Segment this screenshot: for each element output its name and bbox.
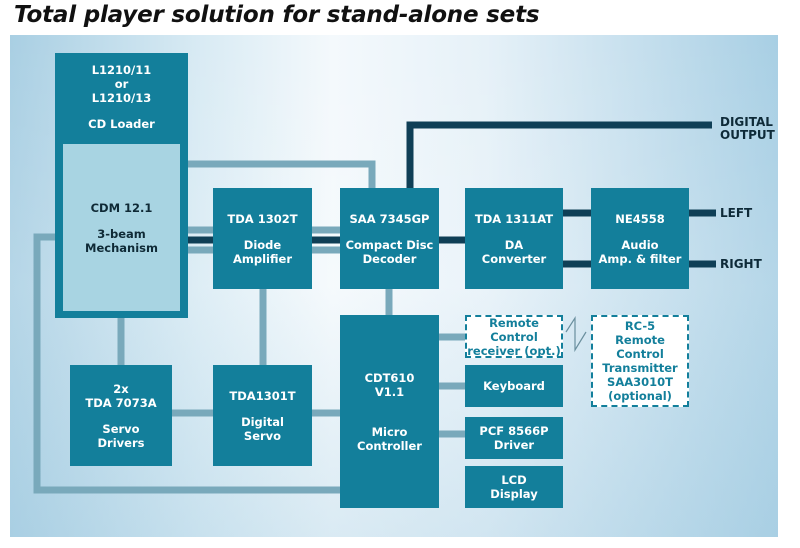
cdm-part: CDM 12.1 [90, 200, 153, 215]
lcd-display-line-1: LCD [501, 473, 527, 487]
keyboard-label: Keyboard [483, 379, 545, 393]
digital-servo-part: TDA1301T [229, 388, 296, 403]
digital-servo-block: TDA1301T Digital Servo [213, 365, 312, 466]
micro-controller-part: CDT610 [364, 370, 415, 385]
da-converter-part: TDA 1311AT [474, 211, 554, 226]
digital-output-label: DIGITAL OUTPUT [720, 116, 775, 142]
lcd-display-line-2: Display [490, 487, 538, 501]
rc5-line-5: (optional) [608, 389, 672, 403]
diode-amplifier-block: TDA 1302T Diode Amplifier [213, 188, 312, 289]
page-title: Total player solution for stand-alone se… [14, 2, 540, 28]
micro-controller-version: V1.1 [374, 384, 405, 399]
audio-amplifier-block: NE4558 Audio Amp. & filter [591, 188, 689, 289]
rc5-transmitter-block: RC-5 Remote Control Transmitter SAA3010T… [591, 315, 689, 407]
micro-controller-desc-2: Controller [357, 438, 422, 453]
cd-decoder-block: SAA 7345GP Compact Disc Decoder [340, 188, 439, 289]
diode-amplifier-part: TDA 1302T [227, 211, 298, 226]
servo-drivers-desc-2: Drivers [97, 435, 145, 450]
digital-output-line-1: DIGITAL [720, 115, 773, 129]
wire-digital-output [406, 121, 712, 188]
servo-drivers-part: TDA 7073A [85, 395, 157, 410]
audio-amplifier-desc-2: Amp. & filter [598, 251, 682, 266]
servo-drivers-desc-1: Servo [102, 421, 140, 436]
remote-receiver-line-2: receiver (opt.) [467, 343, 561, 358]
micro-controller-block: CDT610 V1.1 Micro Controller [340, 315, 439, 508]
da-converter-block: TDA 1311AT DA Converter [465, 188, 563, 289]
cd-decoder-part: SAA 7345GP [349, 211, 430, 226]
cdm-desc-1: 3-beam [97, 226, 146, 241]
wire-loader-decoder [188, 160, 376, 188]
rc5-line-4: SAA3010T [607, 375, 673, 389]
cdm-desc-2: Mechanism [85, 240, 158, 255]
cd-loader-name: CD Loader [88, 117, 155, 131]
digital-servo-desc-1: Digital [241, 414, 284, 429]
servo-drivers-count: 2x [113, 381, 129, 396]
lcd-driver-part: PCF 8566P [479, 424, 549, 438]
infrared-link [565, 315, 587, 353]
diode-amplifier-desc: Diode Amplifier [233, 237, 292, 266]
rc5-line-3: Transmitter [602, 361, 678, 375]
cdm-mechanism-block: CDM 12.1 3-beam Mechanism [63, 144, 180, 311]
cd-loader-or: or [114, 77, 129, 91]
lcd-driver-desc: Driver [493, 438, 535, 452]
da-converter-desc-1: DA [504, 237, 524, 252]
audio-amplifier-part: NE4558 [615, 211, 665, 226]
cd-loader-part-2: L1210/13 [91, 91, 152, 105]
remote-receiver-block: Remote Control receiver (opt.) [465, 315, 563, 358]
cd-decoder-desc-1: Compact Disc [345, 237, 434, 252]
rc5-line-1: RC-5 [624, 319, 656, 333]
cd-decoder-desc-2: Decoder [362, 251, 417, 266]
wire-outer-loop [33, 233, 340, 494]
digital-servo-desc-2: Servo [243, 428, 282, 443]
lcd-driver-block: PCF 8566P Driver [465, 417, 563, 459]
servo-drivers-block: 2x TDA 7073A Servo Drivers [70, 365, 172, 466]
right-output-label: RIGHT [720, 257, 762, 271]
left-output-label: LEFT [720, 206, 753, 220]
micro-controller-desc-1: Micro [371, 424, 408, 439]
digital-output-line-2: OUTPUT [720, 128, 775, 142]
rc5-line-2: Remote Control [615, 333, 665, 361]
audio-amplifier-desc-1: Audio [621, 237, 659, 252]
da-converter-desc-2: Converter [481, 251, 547, 266]
lcd-display-block: LCD Display [465, 466, 563, 508]
remote-receiver-line-1: Remote Control [489, 315, 539, 344]
keyboard-block: Keyboard [465, 365, 563, 407]
cd-loader-part-1: L1210/11 [91, 63, 152, 77]
